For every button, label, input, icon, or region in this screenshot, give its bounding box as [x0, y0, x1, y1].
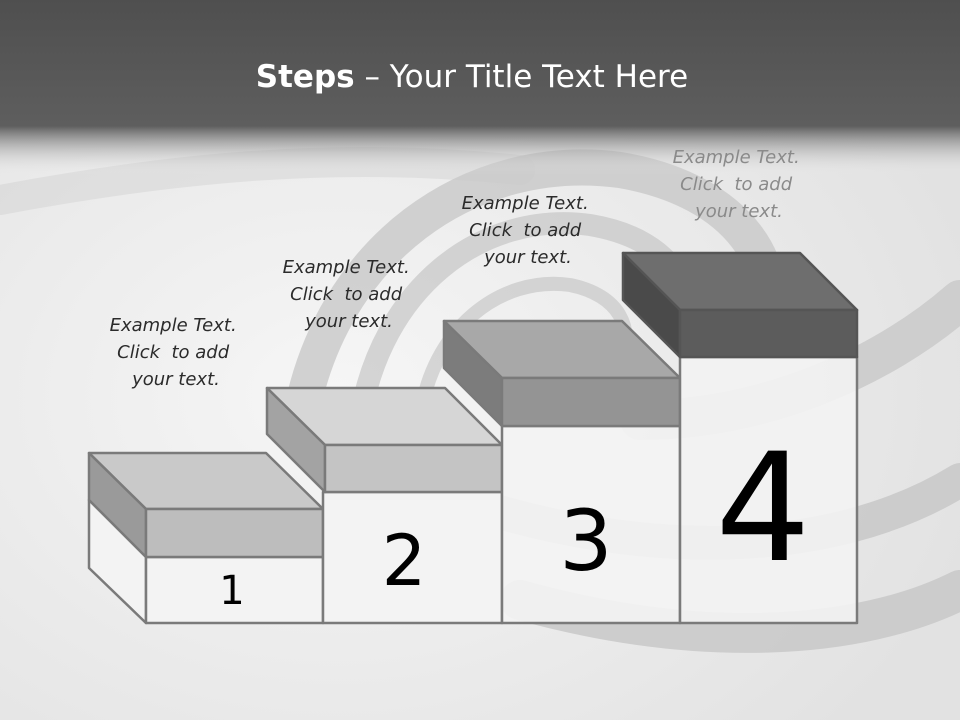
step-4-front: [678, 355, 859, 625]
step-4-caption[interactable]: Example Text. Click to add your text.: [673, 147, 806, 222]
step-4-lid-front: [678, 308, 859, 359]
caption-line: Click to add: [680, 174, 793, 195]
caption-line: your text.: [483, 247, 572, 268]
step-1-front: [144, 555, 325, 625]
caption-line: your text.: [694, 201, 783, 222]
step-1-caption[interactable]: Example Text. Click to add your text.: [110, 315, 243, 390]
caption-line: Example Text.: [462, 193, 589, 214]
header-band: [0, 0, 960, 175]
step-1-number: 1: [219, 568, 244, 614]
caption-line: your text.: [304, 311, 393, 332]
step-3-block[interactable]: [442, 319, 682, 625]
step-4-block[interactable]: [621, 251, 859, 625]
step-2-caption[interactable]: Example Text. Click to add your text.: [283, 257, 416, 332]
caption-line: Example Text.: [110, 315, 237, 336]
step-1-lid-front: [144, 507, 325, 559]
page-title: Steps – Your Title Text Here: [256, 59, 688, 95]
step-3-number: 3: [559, 492, 612, 590]
caption-line: Example Text.: [283, 257, 410, 278]
step-2-block[interactable]: [265, 386, 504, 625]
title-bold: Steps: [256, 59, 355, 95]
step-2-lid-front: [323, 443, 504, 494]
step-1-block[interactable]: [87, 451, 325, 625]
step-3-caption[interactable]: Example Text. Click to add your text.: [462, 193, 595, 268]
step-2-front: [321, 490, 504, 625]
caption-line: Click to add: [117, 342, 230, 363]
title-rest: – Your Title Text Here: [355, 59, 689, 95]
step-2-number: 2: [382, 520, 427, 602]
caption-line: Example Text.: [673, 147, 800, 168]
step-3-lid-front: [500, 376, 682, 428]
caption-line: your text.: [131, 369, 220, 390]
step-4-number: 4: [715, 422, 810, 596]
caption-line: Click to add: [290, 284, 403, 305]
caption-line: Click to add: [469, 220, 582, 241]
